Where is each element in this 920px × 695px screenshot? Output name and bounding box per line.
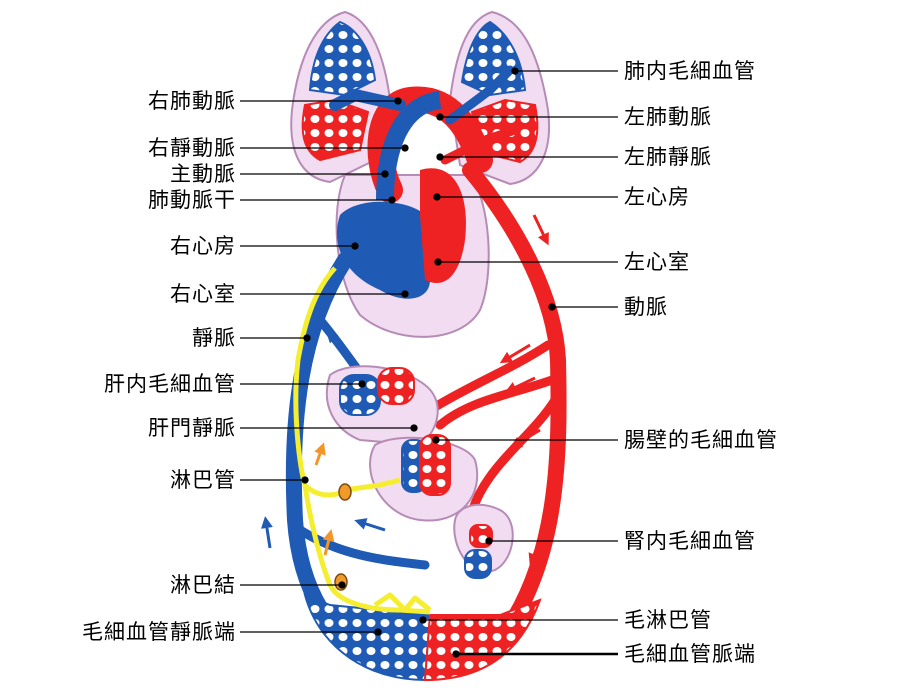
kidney: [453, 503, 514, 579]
pulmonary-trunk: [376, 91, 442, 201]
label-lymph-node: 淋巴結: [170, 573, 236, 597]
lymph-node-upper: [338, 483, 352, 501]
label-right-atrium: 右心房: [170, 234, 236, 258]
label-right-pulmonary-artery: 右肺動脈: [148, 89, 236, 113]
flow-arrows: [260, 214, 549, 566]
left-leader-lines: [240, 97, 418, 636]
label-hepatic-portal-vein: 肝門靜脈: [148, 416, 236, 440]
intestine: [369, 434, 479, 522]
label-artery: 動脈: [624, 295, 668, 319]
right-leader-lines: [419, 67, 618, 658]
label-intestinal-capillaries: 腸壁的毛細血管: [624, 428, 778, 452]
label-right-ventricle: 右心室: [170, 282, 236, 306]
label-left-pulmonary-vein: 左肺靜脈: [624, 145, 712, 169]
label-lung-capillaries: 肺内毛細血管: [624, 59, 756, 83]
label-aorta: 主動脈: [170, 162, 236, 186]
liver: [325, 365, 439, 447]
systemic-capillary-bed: [303, 593, 542, 682]
label-vein: 靜脈: [192, 326, 236, 350]
label-lymphatic-vessel: 淋巴管: [170, 468, 236, 492]
label-liver-capillaries: 肝内毛細血管: [104, 372, 236, 396]
label-lymph-capillary: 毛淋巴管: [624, 608, 712, 632]
left-lung: [448, 10, 550, 186]
label-kidney-capillaries: 腎内毛細血管: [624, 529, 756, 553]
label-venous-capillary-end: 毛細血管靜脈端: [82, 620, 236, 644]
label-left-atrium: 左心房: [624, 185, 690, 209]
label-arterial-capillary-end: 毛細血管脈端: [624, 642, 756, 666]
label-pulmonary-trunk: 肺動脈干: [148, 188, 236, 212]
right-heart: [336, 201, 430, 299]
label-left-ventricle: 左心室: [624, 250, 690, 274]
label-left-pulmonary-artery: 左肺動脈: [624, 105, 712, 129]
label-right-pulmonary-vein: 右靜動脈: [148, 136, 236, 160]
